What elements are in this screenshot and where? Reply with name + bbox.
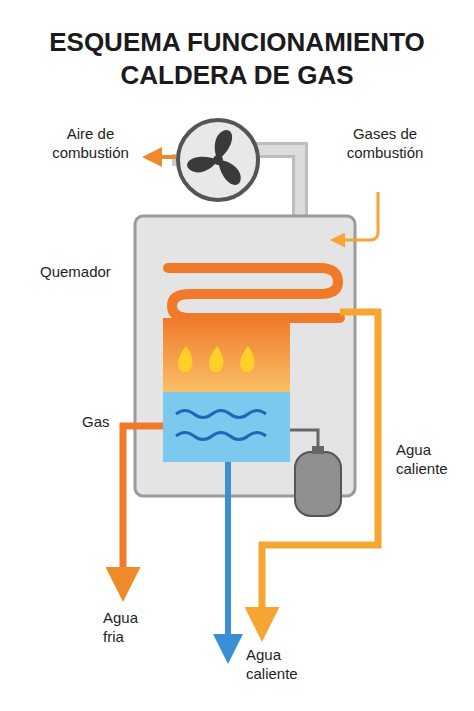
flue-gas-label: Gases de combustión [330,124,440,162]
gas-arrow [336,192,378,240]
burner-label: Quemador [40,262,130,281]
heat-exchanger [168,268,340,318]
water-tank [163,392,290,462]
gas-pipe [123,426,163,588]
combustion-chamber [163,318,290,392]
air-label: Aire de combustión [38,124,143,162]
fan [178,120,258,200]
cold-water-label: Agua fria [103,608,155,646]
air-arrow [150,155,176,159]
water-outlet [225,462,231,652]
water-waves [176,411,266,440]
title: ESQUEMA FUNCIONAMIENTO CALDERA DE GAS [22,26,452,92]
flames [178,346,254,372]
hot-water-label: Agua caliente [246,645,318,683]
boiler-housing [135,216,355,496]
fan-blades [185,130,246,187]
gas-label: Gas [82,412,118,431]
hot-water-label: Agua caliente [396,440,468,478]
expansion-vessel [295,452,341,516]
